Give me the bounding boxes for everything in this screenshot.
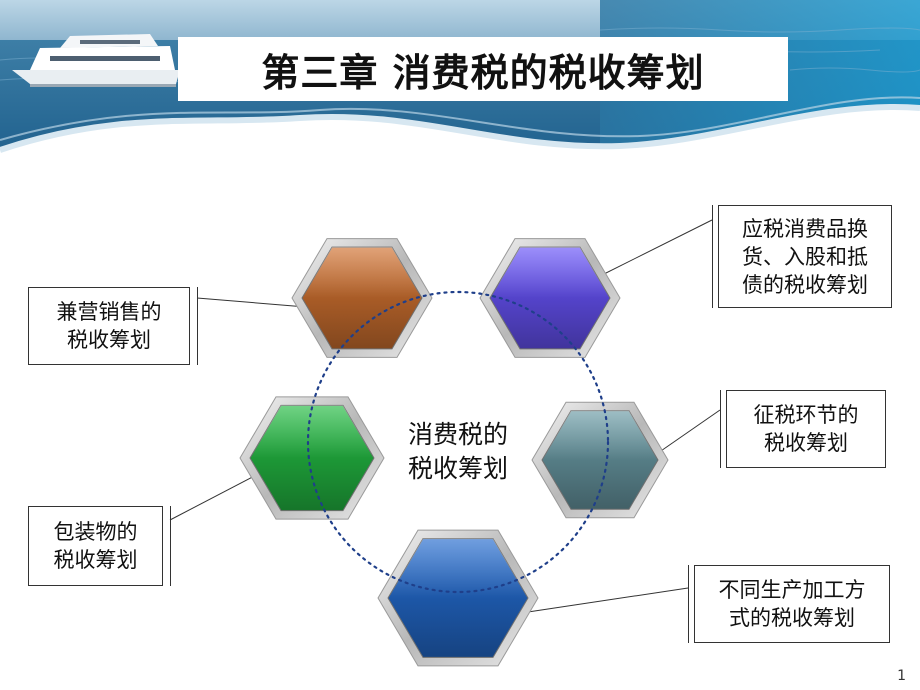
tick-jianying [197, 287, 198, 365]
dotted-circle [306, 290, 610, 594]
hexagon-green [239, 396, 385, 520]
tick-huanhuo [712, 205, 713, 308]
hexagon-blue-gloss [388, 538, 528, 658]
header-banner: 第三章 消费税的税收筹划 [0, 0, 920, 165]
connector-huanhuo [595, 219, 713, 279]
tick-jiagong [688, 565, 689, 643]
label-baozhuang-box: 包装物的 税收筹划 [28, 506, 163, 586]
label-jianying: 兼营销售的 税收筹划 [56, 300, 162, 352]
label-zhengshui-box: 征税环节的 税收筹划 [726, 390, 886, 468]
label-huanhuo: 应税消费品换 货、入股和抵 债的税收筹划 [742, 216, 868, 297]
label-huanhuo-box: 应税消费品换 货、入股和抵 债的税收筹划 [718, 205, 892, 308]
hexagon-brown [291, 238, 433, 358]
label-jiagong-box: 不同生产加工方 式的税收筹划 [694, 565, 890, 643]
hexagon-green-gloss [250, 405, 374, 511]
tick-zhengshui [720, 390, 721, 468]
label-jiagong: 不同生产加工方 式的税收筹划 [718, 578, 866, 630]
tick-baozhuang [170, 506, 171, 586]
hexagon-teal-gloss [542, 410, 658, 510]
hexagon-blue [377, 529, 539, 667]
hexagon-brown-gloss [302, 247, 422, 349]
page-title: 第三章 消费税的税收筹划 [261, 50, 705, 95]
hexagon-teal [531, 401, 669, 519]
label-jianying-box: 兼营销售的 税收筹划 [28, 287, 190, 365]
label-baozhuang: 包装物的 税收筹划 [53, 520, 138, 572]
label-zhengshui: 征税环节的 税收筹划 [753, 403, 859, 455]
connector-jiagong [527, 587, 689, 613]
ship-image [12, 34, 180, 87]
connector-baozhuang [169, 471, 263, 521]
hexagon-purple-gloss [490, 247, 610, 349]
hexagon-purple [479, 238, 621, 358]
title-box: 第三章 消费税的税收筹划 [178, 37, 788, 101]
page-number: 1 [897, 668, 906, 684]
center-label: 消费税的 税收筹划 [407, 420, 508, 483]
